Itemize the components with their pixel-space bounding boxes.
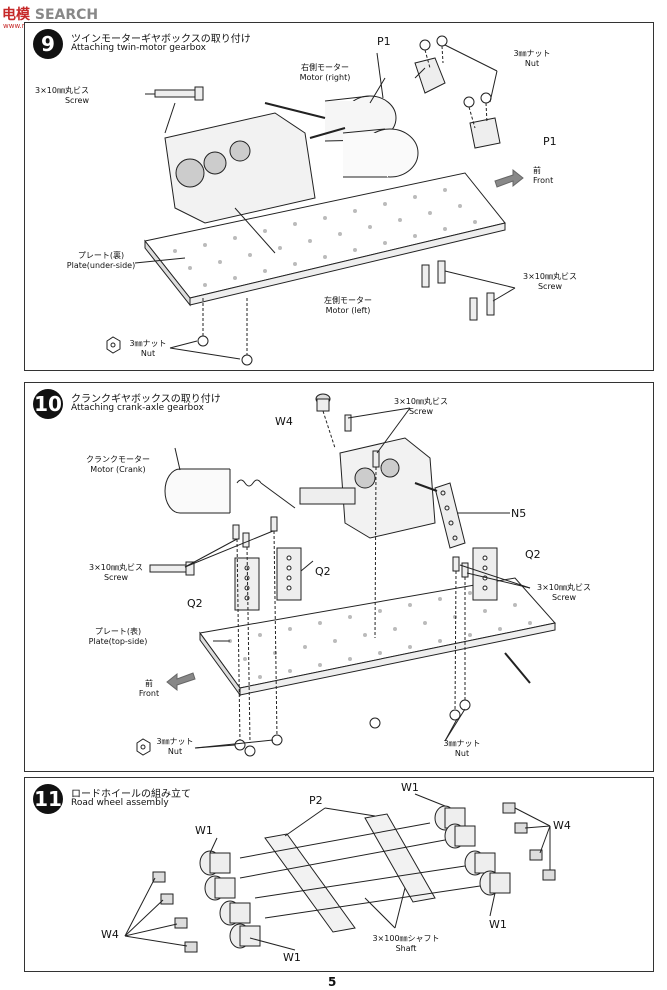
crank-axle-gearbox-illustration	[136, 393, 556, 757]
step-number-badge: 9	[33, 29, 63, 59]
step-number-badge: 10	[33, 389, 63, 419]
step-title-en: Attaching crank-axle gearbox	[71, 403, 204, 413]
step-9-panel: 9 ツインモーターギヤボックスの取り付け Attaching twin-moto…	[24, 22, 654, 371]
step-title-en: Road wheel assembly	[71, 798, 169, 808]
part-q2-label-right: Q2	[525, 548, 541, 561]
step-11-panel: 11 ロードホイールの組み立て Road wheel assembly	[24, 777, 654, 972]
watermark: 电模 SEARCH	[2, 7, 99, 23]
part-w1-label-bottom: W1	[283, 951, 301, 964]
part-p1-label: P1	[377, 35, 391, 48]
part-w4-label-right: W4	[553, 819, 571, 832]
part-w1-label-left: W1	[195, 824, 213, 837]
part-w1-label-right: W1	[489, 918, 507, 931]
step-title-jp: クランクギヤボックスの取り付け	[71, 394, 221, 405]
part-p1b-label: P1	[543, 135, 557, 148]
part-w4-label-left: W4	[101, 928, 119, 941]
part-w4-label: W4	[275, 415, 293, 428]
step-10-panel: 10 クランクギヤボックスの取り付け Attaching crank-axle …	[24, 382, 654, 772]
road-wheel-assembly-illustration	[124, 793, 556, 953]
plate-label: プレート(表)Plate(top-side)	[88, 627, 148, 646]
part-w1-label-top: W1	[401, 781, 419, 794]
part-q2-label-center: Q2	[315, 565, 331, 578]
part-p2-label: P2	[309, 794, 323, 807]
step-title-jp: ロードホイールの組み立て	[71, 789, 191, 800]
page-number: 5	[328, 975, 337, 989]
step-number-badge: 11	[33, 784, 63, 814]
twin-motor-gearbox-illustration	[106, 35, 524, 366]
part-n5-label: N5	[511, 507, 527, 520]
part-q2-label-left: Q2	[187, 597, 203, 610]
step-title-en: Attaching twin-motor gearbox	[71, 43, 206, 53]
plate-label: プレート(裏)Plate(under-side)	[66, 251, 136, 270]
step-title-jp: ツインモーターギヤボックスの取り付け	[71, 34, 251, 45]
